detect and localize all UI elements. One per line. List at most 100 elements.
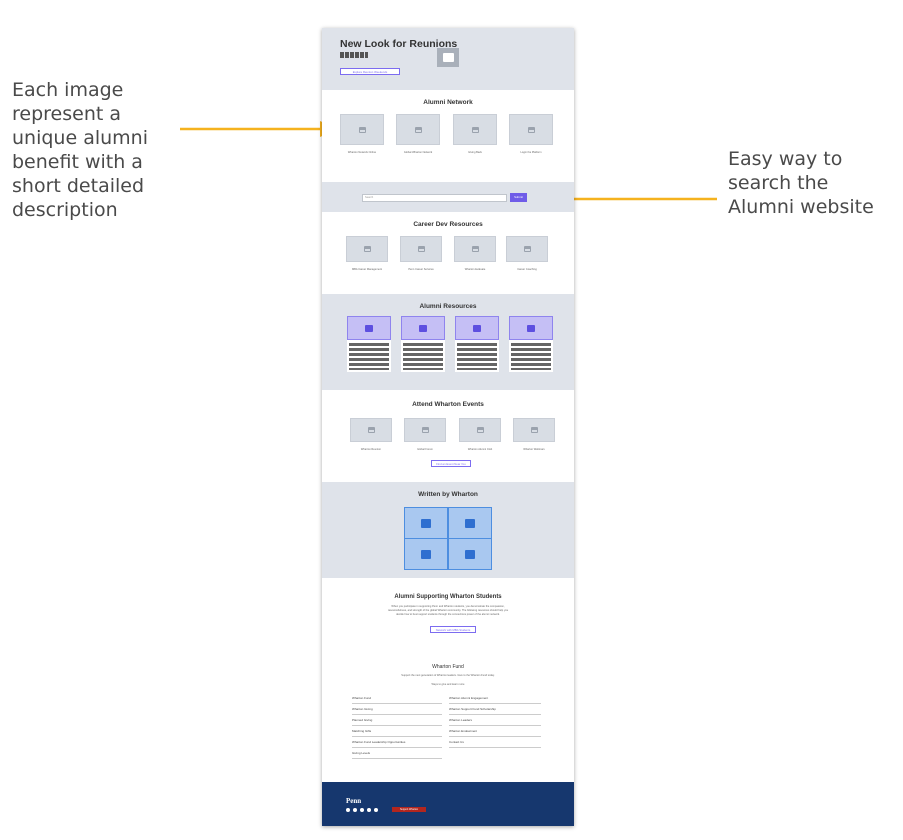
supporting-section: Alumni Supporting Wharton Students When … [322,578,574,648]
event-label-1: Wharton Reunion [360,448,382,451]
article-card-1[interactable] [404,507,448,539]
hero-section: New Look for Reunions Explore Reunion We… [322,28,574,90]
arrow-to-alumni-network [180,121,338,137]
fund-row-left-3[interactable]: Planned Giving [352,718,373,722]
image-icon [365,324,373,332]
instagram-icon[interactable] [367,808,371,812]
career-card-3[interactable] [454,236,496,262]
image-icon [471,126,479,133]
fund-row-right-4[interactable]: Wharton Endowment [449,729,478,733]
event-card-3[interactable] [459,418,501,442]
events-title: Attend Wharton Events [412,401,484,408]
fund-row-left-4[interactable]: Matching Gifts [352,729,372,733]
wharton-fund-section: Wharton Fund Support the next generation… [322,648,574,782]
search-input[interactable]: Search [362,194,507,202]
image-icon [471,246,479,252]
fund-title: Wharton Fund [432,664,464,670]
alumni-network-card-4[interactable] [509,114,553,145]
event-card-2[interactable] [404,418,446,442]
search-section: Search Submit [322,182,574,212]
image-icon [419,324,427,332]
career-card-1[interactable] [346,236,388,262]
hero-title: New Look for Reunions [340,38,458,50]
supporting-text-1: When you participate in supporting Penn … [391,605,505,608]
event-label-3: Wharton Alumni Club [467,448,493,451]
fund-row-left-5[interactable]: Wharton Fund Leadership Opportunities [352,740,406,744]
network-students-button[interactable]: Network with MBA Students [430,626,476,633]
hero-image [437,48,459,67]
career-card-2[interactable] [400,236,442,262]
image-icon [523,246,531,252]
image-icon [473,324,481,332]
fund-line-1: Support the next generation of Wharton l… [401,674,495,677]
alumni-network-title: Alumni Network [423,99,473,106]
fund-row-left-2[interactable]: Wharton Giving [352,707,373,711]
fund-row-left-6[interactable]: Giving Levels [352,751,371,755]
image-icon [527,126,535,133]
fund-row-right-2[interactable]: Wharton Support Fund Scholarship [449,707,496,711]
article-card-2[interactable] [448,507,492,539]
written-section: Written by Wharton [322,482,574,578]
resource-card-2[interactable] [401,316,445,372]
fund-row-right-3[interactable]: Wharton Leaders [449,718,473,722]
site-footer: Penn Support Wharton [322,782,574,826]
supporting-text-2: resourcefulness, and strength of the glo… [387,609,509,612]
image-icon [358,126,366,133]
career-card-4[interactable] [506,236,548,262]
twitter-icon[interactable] [353,808,357,812]
linkedin-icon[interactable] [360,808,364,812]
career-label-1: MBA Career Management [352,268,382,271]
annotation-benefits: Each image represent a unique alumni ben… [12,79,148,221]
image-icon [530,427,538,433]
alumni-network-section: Alumni Network Wharton Network Online Gl… [322,90,574,182]
image-icon [417,246,425,252]
image-icon [465,549,475,559]
alumni-network-card-3[interactable] [453,114,497,145]
alumni-network-card-1[interactable] [340,114,384,145]
image-icon [476,427,484,433]
penn-logo: Penn [346,797,362,805]
event-card-4[interactable] [513,418,555,442]
career-title: Career Dev Resources [413,221,483,228]
fund-line-2: Ways to give and learn more [431,683,465,686]
alumni-network-label-1: Wharton Network Online [347,151,377,154]
fund-row-right-1[interactable]: Wharton Alumni Engagement [449,696,489,700]
article-card-3[interactable] [404,538,448,570]
alumni-resources-title: Alumni Resources [419,303,477,310]
resource-card-1[interactable] [347,316,391,372]
event-label-2: Global Forum [417,448,433,451]
search-button[interactable]: Submit [510,193,527,202]
career-label-4: Career Coaching [517,268,537,271]
career-section: Career Dev Resources MBA Career Manageme… [322,212,574,294]
alumni-resources-section: Alumni Resources [322,294,574,390]
supporting-text-3: decide how to best support students thro… [396,613,500,616]
image-icon [421,427,429,433]
fund-row-right-5[interactable]: Contact Us [449,740,464,744]
career-label-3: Wharton Evaluate [464,268,486,271]
youtube-icon[interactable] [374,808,378,812]
hero-subtitle-placeholder [340,52,368,58]
events-section: Attend Wharton Events Wharton Reunion Gl… [322,390,574,482]
event-card-1[interactable] [350,418,392,442]
image-icon [527,324,535,332]
alumni-network-label-2: Global Wharton Network [403,151,433,154]
image-icon [414,126,422,133]
resource-card-4[interactable] [509,316,553,372]
hero-button[interactable]: Explore Reunion Weekends [340,68,400,75]
article-card-4[interactable] [448,538,492,570]
support-wharton-button[interactable]: Support Wharton [392,807,426,812]
image-icon [363,246,371,252]
image-icon [367,427,375,433]
event-label-4: Wharton Webinars [523,448,545,451]
supporting-title: Alumni Supporting Wharton Students [394,594,502,600]
alumni-network-card-2[interactable] [396,114,440,145]
written-title: Written by Wharton [418,491,478,498]
alumni-network-label-3: Giving Back [468,151,482,154]
resource-card-3[interactable] [455,316,499,372]
find-event-button[interactable]: Find an Event Near You [431,460,471,467]
image-icon [465,518,475,528]
image-icon [421,549,431,559]
fund-row-left-1[interactable]: Wharton Fund [352,696,372,700]
facebook-icon[interactable] [346,808,350,812]
image-icon [442,53,454,62]
